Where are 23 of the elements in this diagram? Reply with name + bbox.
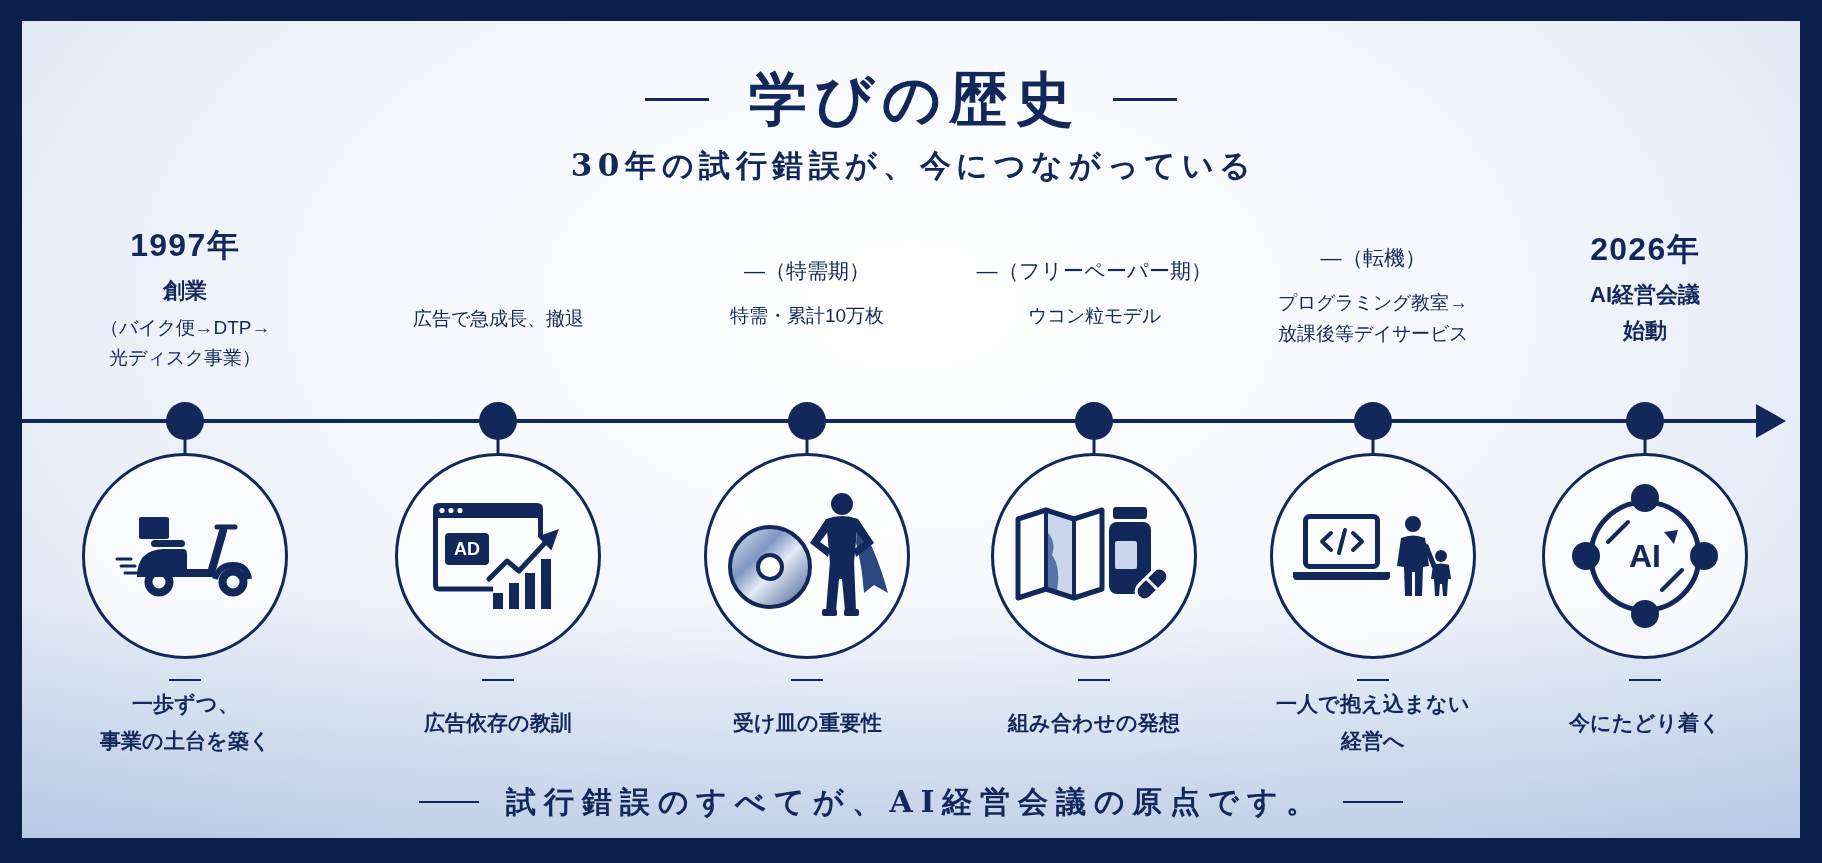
event-note: （バイク便→DTP→光ディスク事業） — [98, 316, 272, 370]
title: 学びの歴史 — [747, 68, 1082, 130]
subtitle: 30年の試行錯誤が、今につながっている — [569, 146, 1257, 185]
event-title: 創業 — [163, 277, 207, 305]
year-label: 2026年 — [1590, 230, 1700, 269]
ad-label: AD — [454, 540, 480, 558]
lesson-text: 受け皿の重要性 — [732, 709, 882, 736]
event-title: AI経営会議始動 — [1589, 281, 1701, 345]
event-description: ウコン粒モデル — [1027, 304, 1161, 328]
ai-label: AI — [1629, 540, 1661, 572]
era-label: —（フリーペーパー期） — [976, 258, 1212, 284]
era-label: —（特需期） — [744, 258, 870, 284]
lesson-text: 一人で抱え込まない経営へ — [1275, 691, 1471, 754]
event-description: プログラミング教室→放課後等デイサービス — [1277, 291, 1469, 346]
lesson-text: 広告依存の教訓 — [424, 709, 572, 736]
year-label: 1997年 — [130, 226, 240, 265]
lesson-text: 一歩ずつ、事業の土台を築く — [98, 691, 272, 754]
era-label: —（転機） — [1320, 245, 1426, 271]
event-description: 広告で急成長、撤退 — [412, 307, 584, 331]
lesson-text: 今にたどり着く — [1569, 709, 1721, 736]
caption: 試行錯誤のすべてが、AI経営会議の原点です。 — [505, 783, 1324, 821]
lesson-text: 組み合わせの発想 — [1008, 709, 1180, 736]
event-description: 特需・累計10万枚 — [729, 304, 885, 328]
